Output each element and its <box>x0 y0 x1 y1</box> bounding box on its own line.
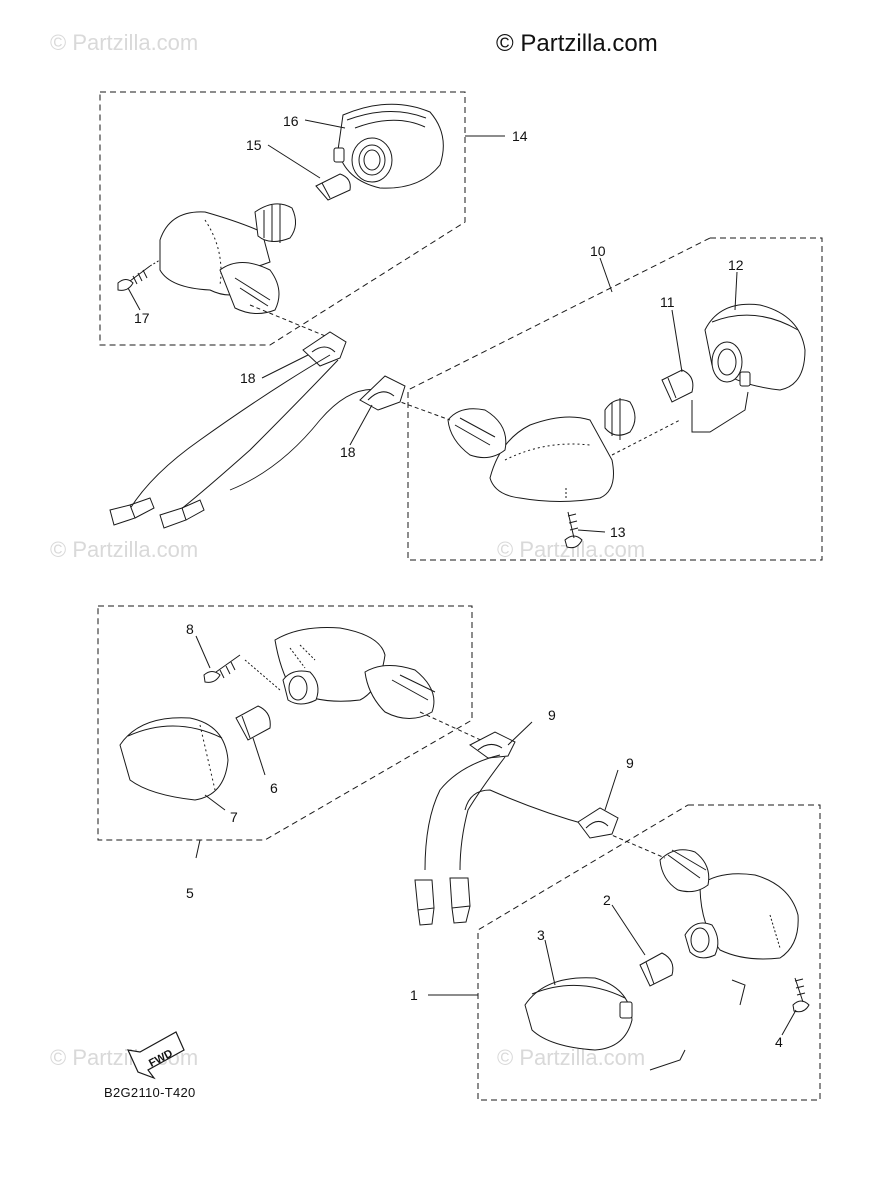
leader-lines <box>127 119 797 1036</box>
assembly-5-dashed-frame <box>97 605 473 841</box>
callout-5: 5 <box>186 885 194 901</box>
upper-wires <box>109 354 381 529</box>
bulb-2 <box>639 952 674 987</box>
grommet-18-lower <box>359 375 406 411</box>
callout-11: 11 <box>660 294 675 310</box>
callout-14: 14 <box>512 128 528 144</box>
bulb-15 <box>315 173 351 201</box>
callout-2: 2 <box>603 892 611 908</box>
housing-1 <box>599 829 799 1071</box>
callout-18-lower: 18 <box>340 444 356 460</box>
grommet-18-upper <box>302 331 347 367</box>
callout-4: 4 <box>775 1034 783 1050</box>
watermark-2: © Partzilla.com <box>50 537 198 562</box>
watermark-1: © Partzilla.com <box>50 30 198 55</box>
grommet-9-upper <box>469 731 516 759</box>
watermark-5: © Partzilla.com <box>497 1045 645 1070</box>
callout-labels: 16 15 14 17 18 18 10 11 12 13 8 9 6 7 5 … <box>134 113 783 1050</box>
screw-4 <box>792 977 810 1013</box>
grommet-9-lower <box>577 807 619 839</box>
callout-16: 16 <box>283 113 299 129</box>
lens-3 <box>524 977 633 1051</box>
callout-6: 6 <box>270 780 278 796</box>
assembly-1-dashed-frame <box>477 804 821 1101</box>
lens-16 <box>333 103 444 189</box>
callout-15: 15 <box>246 137 262 153</box>
lens-7 <box>119 717 229 801</box>
callout-17: 17 <box>134 310 150 326</box>
callout-1: 1 <box>410 987 418 1003</box>
lens-12 <box>704 303 806 391</box>
callout-10: 10 <box>590 243 606 259</box>
screw-8 <box>203 654 241 683</box>
housing-10 <box>394 398 636 502</box>
callout-18-upper: 18 <box>240 370 256 386</box>
callout-9-upper: 9 <box>548 707 556 723</box>
screw-17 <box>117 259 161 291</box>
callout-13: 13 <box>610 524 626 540</box>
callout-8: 8 <box>186 621 194 637</box>
assembly-10-dashed-frame <box>407 237 823 561</box>
fwd-arrow-icon: FWD <box>126 1031 185 1080</box>
callout-12: 12 <box>728 257 744 273</box>
callout-3: 3 <box>537 927 545 943</box>
housing-14 <box>159 203 336 341</box>
bulb-6 <box>235 705 271 741</box>
callout-9-lower: 9 <box>626 755 634 771</box>
assembly-14-dashed-frame <box>99 91 466 346</box>
housing-5 <box>244 627 486 743</box>
lower-wires <box>414 754 589 926</box>
partzilla-brand: © Partzilla.com <box>496 30 658 57</box>
diagram-code: B2G2110-T420 <box>104 1085 196 1100</box>
callout-7: 7 <box>230 809 238 825</box>
connectors-10 <box>611 391 749 456</box>
bulb-11 <box>661 369 694 403</box>
screw-13 <box>564 511 583 549</box>
